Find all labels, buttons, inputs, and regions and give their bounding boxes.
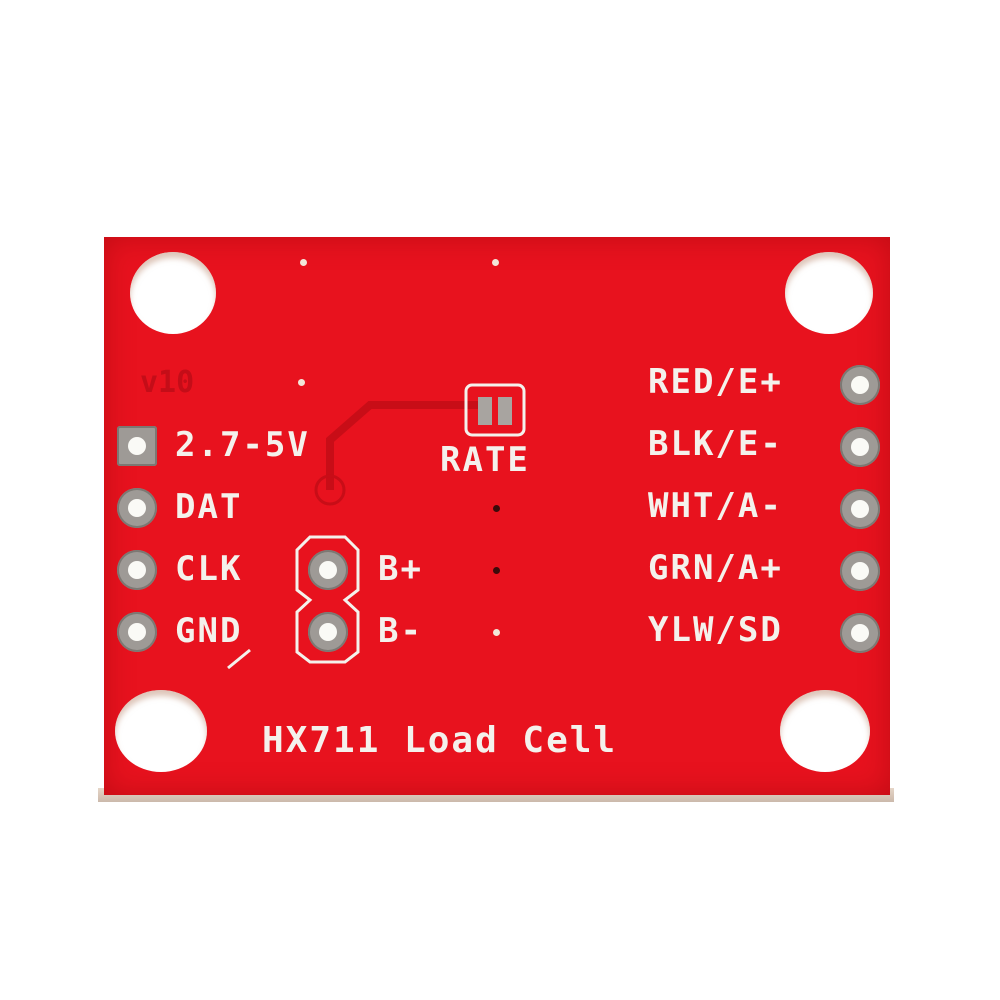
label-grn-a-plus: GRN/A+	[648, 548, 783, 588]
pin-pad-red	[840, 365, 880, 405]
via	[493, 505, 500, 512]
pin-pad-dat	[117, 488, 157, 528]
pin-pad-b-plus	[308, 550, 348, 590]
pin-pad-blk	[840, 427, 880, 467]
via	[493, 629, 500, 636]
via	[298, 379, 305, 386]
via	[492, 259, 499, 266]
label-red-e-plus: RED/E+	[648, 362, 783, 402]
label-ylw-sd: YLW/SD	[648, 610, 783, 650]
label-dat: DAT	[175, 487, 243, 527]
board-title: HX711 Load Cell	[262, 720, 618, 761]
mounting-hole-top-right	[785, 252, 873, 334]
label-b-plus: B+	[378, 549, 423, 589]
label-b-minus: B-	[378, 611, 423, 651]
pcb-board	[104, 237, 890, 795]
mounting-hole-top-left	[130, 252, 216, 334]
pin-pad-clk	[117, 550, 157, 590]
label-clk: CLK	[175, 549, 243, 589]
label-wht-a-minus: WHT/A-	[648, 486, 783, 526]
label-rate: RATE	[440, 440, 530, 480]
via	[300, 259, 307, 266]
mounting-hole-bottom-right	[780, 690, 870, 772]
label-vcc: 2.7-5V	[175, 425, 310, 465]
pin-pad-vcc	[117, 426, 157, 466]
version-label: v10	[140, 365, 195, 400]
label-blk-e-minus: BLK/E-	[648, 424, 783, 464]
pin-pad-gnd	[117, 612, 157, 652]
pin-pad-grn	[840, 551, 880, 591]
via	[493, 567, 500, 574]
pin-pad-ylw	[840, 613, 880, 653]
pin-pad-wht	[840, 489, 880, 529]
label-gnd: GND	[175, 611, 243, 651]
mounting-hole-bottom-left	[115, 690, 207, 772]
pin-pad-b-minus	[308, 612, 348, 652]
